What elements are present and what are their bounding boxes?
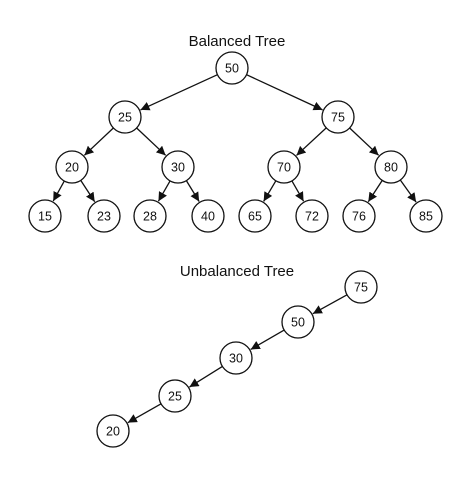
balanced-edge-70-65	[263, 180, 277, 202]
balanced-node-65-circle	[238, 199, 272, 233]
balanced-node-23: 23	[87, 199, 121, 233]
balanced-node-30-circle	[161, 150, 195, 184]
balanced-node-20-label: 20	[65, 161, 79, 175]
balanced-node-23-label: 23	[97, 210, 111, 224]
balanced-node-72: 72	[295, 199, 329, 233]
balanced-edge-70-72	[291, 180, 305, 202]
balanced-node-80: 80	[374, 150, 408, 184]
balanced-edge-25-20	[83, 127, 114, 156]
balanced-node-76: 76	[342, 199, 376, 233]
unbalanced-node-25-label: 25	[168, 390, 182, 404]
balanced-node-75-circle	[321, 100, 355, 134]
unbalanced-edge-50-30	[250, 329, 285, 351]
unbalanced-node-30-label: 30	[229, 352, 243, 366]
balanced-node-28-label: 28	[143, 210, 157, 224]
balanced-node-20-circle	[55, 150, 89, 184]
unbalanced-node-50-circle	[281, 305, 315, 339]
balanced-node-70-label: 70	[277, 161, 291, 175]
unbalanced-node-25-circle	[158, 379, 192, 413]
balanced-node-70-circle	[267, 150, 301, 184]
balanced-edge-20-15	[52, 180, 65, 202]
balanced-node-85: 85	[409, 199, 443, 233]
balanced-node-65: 65	[238, 199, 272, 233]
balanced-node-72-circle	[295, 199, 329, 233]
balanced-node-50-circle	[215, 51, 249, 85]
balanced-edge-75-80	[349, 127, 380, 156]
unbalanced-node-30-circle	[219, 341, 253, 375]
balanced-node-40-label: 40	[201, 210, 215, 224]
balanced-node-25-label: 25	[118, 111, 132, 125]
balanced-node-72-label: 72	[305, 210, 319, 224]
balanced-node-30: 30	[161, 150, 195, 184]
balanced-node-70: 70	[267, 150, 301, 184]
balanced-edge-50-25	[140, 74, 218, 111]
balanced-node-15-label: 15	[38, 210, 52, 224]
unbalanced-node-75: 75	[344, 270, 378, 304]
edges-layer	[52, 74, 417, 424]
unbalanced-node-20-label: 20	[106, 425, 120, 439]
balanced-edge-80-76	[367, 180, 383, 203]
unbalanced-node-25: 25	[158, 379, 192, 413]
balanced-node-23-circle	[87, 199, 121, 233]
unbalanced-node-75-circle	[344, 270, 378, 304]
balanced-node-15: 15	[28, 199, 62, 233]
balanced-tree-title: Balanced Tree	[189, 33, 286, 50]
balanced-node-75-label: 75	[331, 111, 345, 125]
balanced-node-30-label: 30	[171, 161, 185, 175]
balanced-edge-50-75	[246, 74, 323, 111]
unbalanced-node-30: 30	[219, 341, 253, 375]
unbalanced-edge-30-25	[189, 365, 223, 388]
unbalanced-tree-title: Unbalanced Tree	[180, 263, 294, 280]
balanced-edge-30-40	[185, 180, 200, 202]
balanced-edge-75-70	[296, 127, 327, 156]
balanced-node-20: 20	[55, 150, 89, 184]
nodes-layer: 50 25 75 20 30 70 80 15 23 28 40 65 72 76 85 75 50 30 25 20	[28, 51, 443, 448]
balanced-node-76-circle	[342, 199, 376, 233]
unbalanced-node-50-label: 50	[291, 316, 305, 330]
unbalanced-node-75-label: 75	[354, 281, 368, 295]
balanced-node-75: 75	[321, 100, 355, 134]
unbalanced-edge-25-20	[127, 403, 162, 424]
balanced-node-25-circle	[108, 100, 142, 134]
balanced-node-50-label: 50	[225, 62, 239, 76]
balanced-node-85-circle	[409, 199, 443, 233]
balanced-node-85-label: 85	[419, 210, 433, 224]
balanced-edge-30-28	[157, 180, 171, 202]
unbalanced-node-20-circle	[96, 414, 130, 448]
balanced-node-40: 40	[191, 199, 225, 233]
balanced-node-40-circle	[191, 199, 225, 233]
balanced-node-25: 25	[108, 100, 142, 134]
unbalanced-edge-75-50	[312, 294, 348, 315]
balanced-node-28: 28	[133, 199, 167, 233]
balanced-node-28-circle	[133, 199, 167, 233]
balanced-node-80-label: 80	[384, 161, 398, 175]
balanced-node-76-label: 76	[352, 210, 366, 224]
unbalanced-node-50: 50	[281, 305, 315, 339]
balanced-node-50: 50	[215, 51, 249, 85]
balanced-edge-80-85	[399, 179, 417, 203]
balanced-node-80-circle	[374, 150, 408, 184]
balanced-edge-25-30	[136, 127, 167, 156]
unbalanced-node-20: 20	[96, 414, 130, 448]
balanced-node-65-label: 65	[248, 210, 262, 224]
balanced-edge-20-23	[80, 180, 96, 203]
balanced-node-15-circle	[28, 199, 62, 233]
